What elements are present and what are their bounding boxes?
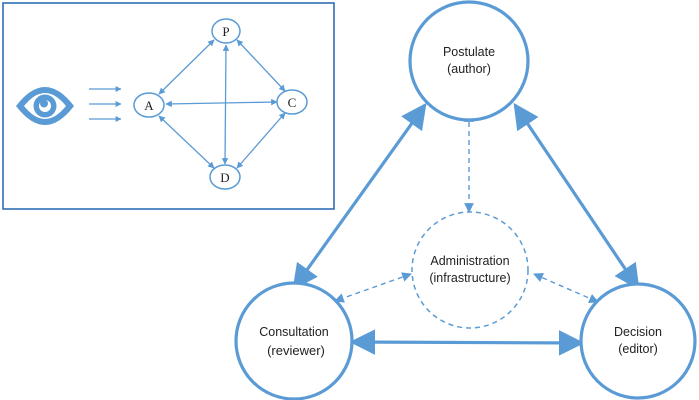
edge-a-p xyxy=(158,39,215,95)
eye-icon xyxy=(16,87,74,125)
inset-node-p: P xyxy=(211,18,241,44)
inset-node-d: D xyxy=(209,164,241,190)
edge-c-d xyxy=(236,112,286,169)
node-consultation: Consultation (reviewer) xyxy=(234,281,354,400)
inset-edges xyxy=(158,39,286,169)
edge-consultation-decision xyxy=(349,329,585,356)
edge-p-d xyxy=(221,44,230,165)
main-diagram: Postulate (author) Consultation (reviewe… xyxy=(234,0,697,400)
node-decision: Decision (editor) xyxy=(579,282,697,400)
edge-postulate-decision xyxy=(513,102,640,291)
inset-node-a-label: A xyxy=(144,98,154,113)
node-postulate-title: Postulate xyxy=(443,45,495,59)
inset-panel: P A C D xyxy=(2,2,335,210)
edge-postulate-consultation xyxy=(292,102,427,291)
node-administration-title: Administration xyxy=(430,254,509,268)
inset-node-p-label: P xyxy=(222,24,229,39)
node-decision-title: Decision xyxy=(614,325,662,339)
edge-p-c xyxy=(236,39,286,92)
node-decision-role: (editor) xyxy=(618,342,658,356)
inset-node-a: A xyxy=(133,92,165,118)
node-postulate-role: (author) xyxy=(447,62,491,76)
edge-administration-consultation xyxy=(334,272,412,303)
node-postulate: Postulate (author) xyxy=(408,0,530,122)
node-consultation-title: Consultation xyxy=(259,325,329,339)
node-administration-role: (infrastructure) xyxy=(429,271,510,285)
edge-administration-decision xyxy=(533,273,599,303)
node-administration: Administration (infrastructure) xyxy=(411,211,529,329)
inset-node-d-label: D xyxy=(220,170,229,185)
inset-node-c-label: C xyxy=(288,95,297,110)
gaze-arrows xyxy=(89,86,122,122)
inset-node-c: C xyxy=(276,89,308,115)
edge-a-c xyxy=(165,98,278,108)
edge-a-d xyxy=(158,115,215,169)
node-consultation-role: (reviewer) xyxy=(267,343,325,358)
